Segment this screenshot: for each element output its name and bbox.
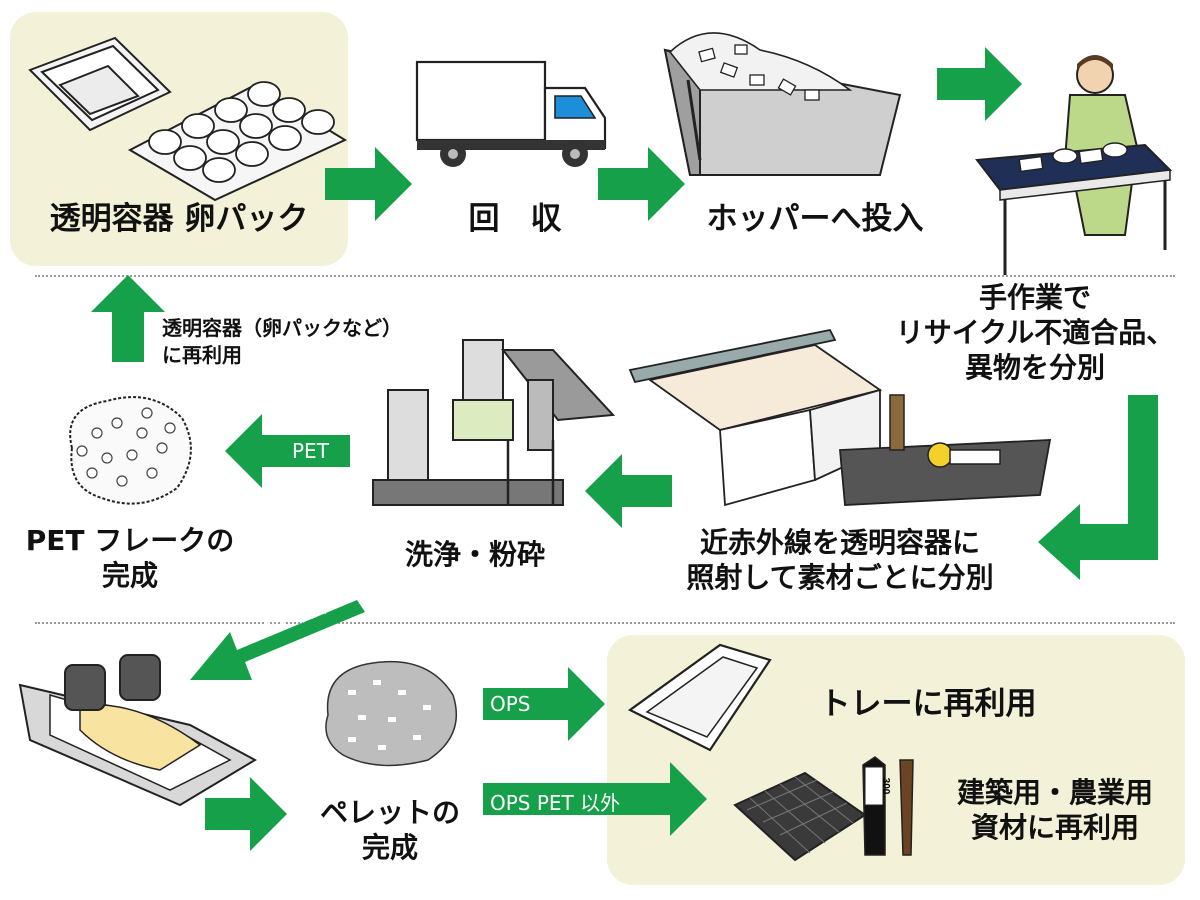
arrow-wash-to-flake	[225, 414, 350, 488]
arrow-pellet-to-building	[483, 762, 707, 836]
label-wash: 洗浄・粉砕	[404, 538, 545, 571]
label-infrared: 近赤外線を透明容器に 照射して素材ごとに分別	[655, 525, 1025, 595]
crusher-illustration	[372, 339, 616, 506]
arrow-infrared-to-wash	[585, 454, 672, 528]
infrared-sorter-illustration	[628, 328, 1052, 507]
arrow-pelletizer-to-pellet	[205, 777, 287, 851]
arrow-worker-to-infrared	[1038, 395, 1158, 580]
tray-illustration	[627, 643, 772, 752]
label-infrared-line1: 近赤外線を透明容器に	[699, 526, 980, 559]
arrow-pellet-to-tray	[483, 667, 605, 741]
label-pellet: ペレットの 完成	[295, 795, 485, 865]
arrow-flake-to-source	[91, 275, 165, 362]
arrow-source-to-collect	[325, 147, 412, 221]
label-flake-line1: PET フレークの	[25, 524, 235, 557]
pelletizer-illustration	[18, 654, 258, 807]
label-flake: PET フレークの 完成	[5, 523, 255, 593]
label-manual: 手作業で リサイクル不適合品、 異物を分別	[870, 280, 1200, 385]
stake-label: 300	[880, 778, 891, 795]
label-infrared-line2: 照射して素材ごとに分別	[686, 561, 994, 594]
label-source: 透明容器 卵パック	[49, 201, 309, 237]
arrow-hopper-to-worker	[937, 47, 1022, 121]
separator-top	[35, 275, 1175, 277]
arrow-label-ops-pet-other: OPS PET 以外	[490, 791, 621, 815]
label-pellet-line2: 完成	[361, 831, 418, 864]
label-tray: トレーに再利用	[819, 686, 1037, 722]
arrow-label-ops: OPS	[490, 692, 531, 716]
building-materials-illustration: 300	[733, 756, 914, 862]
label-reuse-container: 透明容器（卵パックなど） に再利用	[162, 315, 402, 369]
label-reuse-line2: に再利用	[162, 343, 242, 367]
separator-bottom	[35, 622, 1175, 624]
label-collect: 回 収	[468, 201, 562, 237]
truck-illustration	[415, 60, 607, 167]
label-building-line2: 資材に再利用	[970, 811, 1139, 844]
pellets-illustration	[325, 660, 457, 767]
arrow-wash-to-pelletizer	[190, 600, 365, 680]
arrow-label-pet: PET	[292, 439, 329, 463]
label-manual-line1: 手作業で	[978, 281, 1091, 314]
hopper-illustration	[663, 32, 902, 176]
arrow-collect-to-hopper	[598, 147, 685, 221]
label-building: 建築用・農業用 資材に再利用	[935, 775, 1175, 845]
label-reuse-line1: 透明容器（卵パックなど）	[162, 316, 402, 340]
label-manual-line3: 異物を分別	[964, 351, 1105, 384]
label-flake-line2: 完成	[101, 559, 158, 592]
pet-flakes-illustration	[69, 396, 192, 505]
label-manual-line2: リサイクル不適合品、	[895, 316, 1175, 349]
label-pellet-line1: ペレットの	[319, 796, 460, 829]
label-hopper: ホッパーへ投入	[706, 201, 924, 237]
label-building-line1: 建築用・農業用	[956, 776, 1153, 809]
egg-pack-illustration	[28, 36, 348, 202]
worker-illustration	[975, 55, 1173, 275]
